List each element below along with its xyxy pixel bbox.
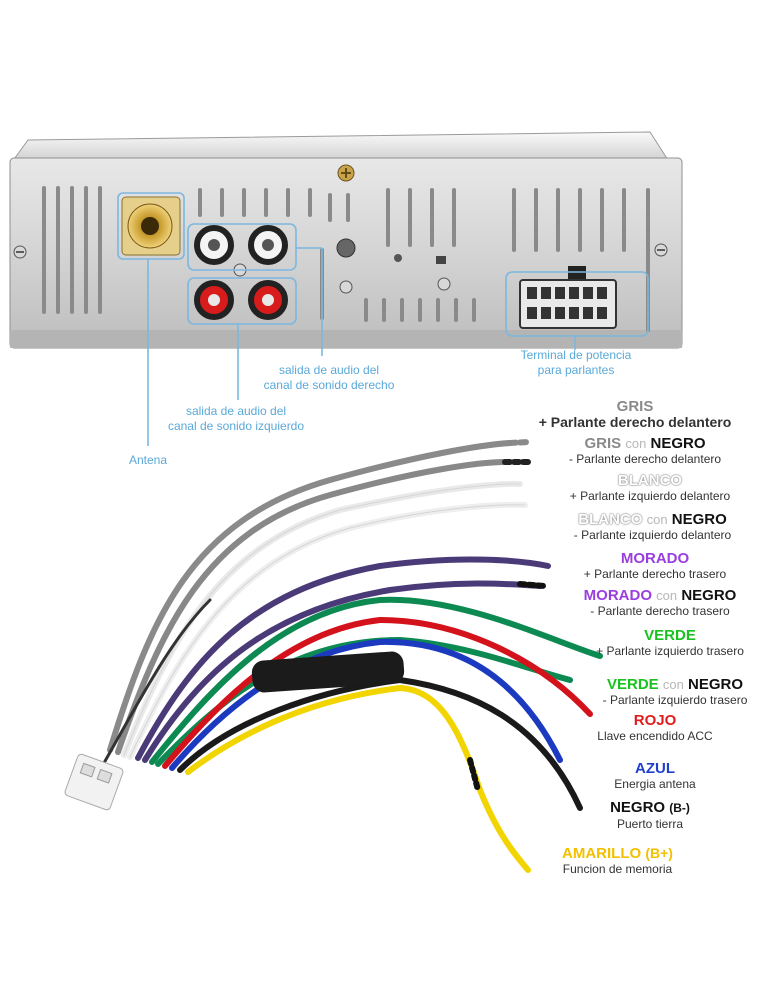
callout-left-audio-line2: canal de sonido izquierdo [167, 419, 305, 433]
label-amarillo-desc: Funcion de memoria [562, 862, 673, 876]
callout-power-line1: Terminal de potencia [520, 348, 632, 362]
label-azul-desc: Energia antena [614, 777, 696, 791]
label-negro-suffix: (B-) [669, 801, 690, 815]
callout-left-audio: salida de audio del canal de sonido izqu… [146, 404, 326, 434]
label-gris-negro: GRIS con NEGRO - Parlante derecho delant… [535, 435, 755, 466]
label-verde-color: VERDE [644, 627, 696, 644]
callout-right-audio-line2: canal de sonido derecho [263, 378, 395, 392]
label-blanco-negro: BLANCO con NEGRO - Parlante izquierdo de… [555, 511, 750, 542]
label-rojo-desc: Llave encendido ACC [597, 729, 713, 743]
label-verde-negro-desc: - Parlante izquierdo trasero [602, 693, 748, 707]
label-verde-negro-con: con [662, 677, 684, 692]
label-negro: NEGRO (B-) Puerto tierra [590, 799, 710, 831]
label-negro-color: NEGRO [610, 799, 666, 816]
label-gris: GRIS + Parlante derecho delantero [520, 398, 750, 429]
label-gris-negro-desc: - Parlante derecho delantero [568, 452, 722, 466]
label-morado-negro-desc: - Parlante derecho trasero [590, 604, 730, 618]
label-morado: MORADO + Parlante derecho trasero [560, 550, 750, 581]
label-verde: VERDE + Parlante izquierdo trasero [575, 627, 765, 658]
wire-harness [64, 439, 603, 873]
label-blanco-negro-color: BLANCO [578, 511, 643, 528]
label-verde-desc: + Parlante izquierdo trasero [596, 644, 744, 658]
label-amarillo-color: AMARILLO [562, 845, 642, 862]
label-blanco-color: BLANCO [617, 472, 683, 489]
label-gris-negro-con: con [625, 436, 647, 451]
callout-power-line2: para parlantes [537, 363, 615, 377]
label-verde-negro-color: VERDE [606, 676, 659, 693]
label-morado-negro-color: MORADO [583, 587, 652, 604]
callout-right-audio: salida de audio del canal de sonido dere… [244, 363, 414, 393]
label-morado-negro-con: con [656, 588, 678, 603]
label-rojo-color: ROJO [633, 712, 677, 729]
callout-left-audio-line1: salida de audio del [185, 404, 287, 418]
callout-antenna-label: Antena [128, 453, 168, 467]
label-gris-color: GRIS [616, 398, 654, 415]
label-blanco: BLANCO + Parlante izquierdo delantero [550, 472, 750, 503]
label-gris-desc: + Parlante derecho delantero [538, 414, 732, 430]
label-morado-color: MORADO [620, 550, 690, 567]
label-azul: AZUL Energia antena [595, 760, 715, 791]
radio-unit-back-panel [9, 131, 683, 349]
label-amarillo: AMARILLO (B+) Funcion de memoria [545, 845, 690, 876]
label-gris-negro-color: GRIS [584, 435, 622, 452]
label-blanco-negro-con: con [646, 512, 668, 527]
callout-power-terminal: Terminal de potencia para parlantes [496, 348, 656, 378]
label-morado-negro-suffix: NEGRO [681, 587, 737, 604]
label-gris-negro-suffix: NEGRO [650, 435, 706, 452]
label-negro-desc: Puerto tierra [616, 817, 684, 831]
label-amarillo-suffix: (B+) [645, 845, 673, 861]
label-azul-color: AZUL [635, 760, 675, 777]
callout-antenna: Antena [118, 453, 178, 468]
label-blanco-negro-suffix: NEGRO [671, 511, 727, 528]
callout-leaders [117, 192, 649, 446]
label-rojo: ROJO Llave encendido ACC [580, 712, 730, 743]
label-blanco-negro-desc: - Parlante izquierdo delantero [573, 528, 732, 542]
label-morado-desc: + Parlante derecho trasero [583, 567, 727, 581]
label-blanco-desc: + Parlante izquierdo delantero [569, 489, 731, 503]
label-verde-negro-suffix: NEGRO [687, 676, 743, 693]
label-verde-negro: VERDE con NEGRO - Parlante izquierdo tra… [580, 676, 770, 707]
label-morado-negro: MORADO con NEGRO - Parlante derecho tras… [565, 587, 755, 618]
callout-right-audio-line1: salida de audio del [278, 363, 380, 377]
